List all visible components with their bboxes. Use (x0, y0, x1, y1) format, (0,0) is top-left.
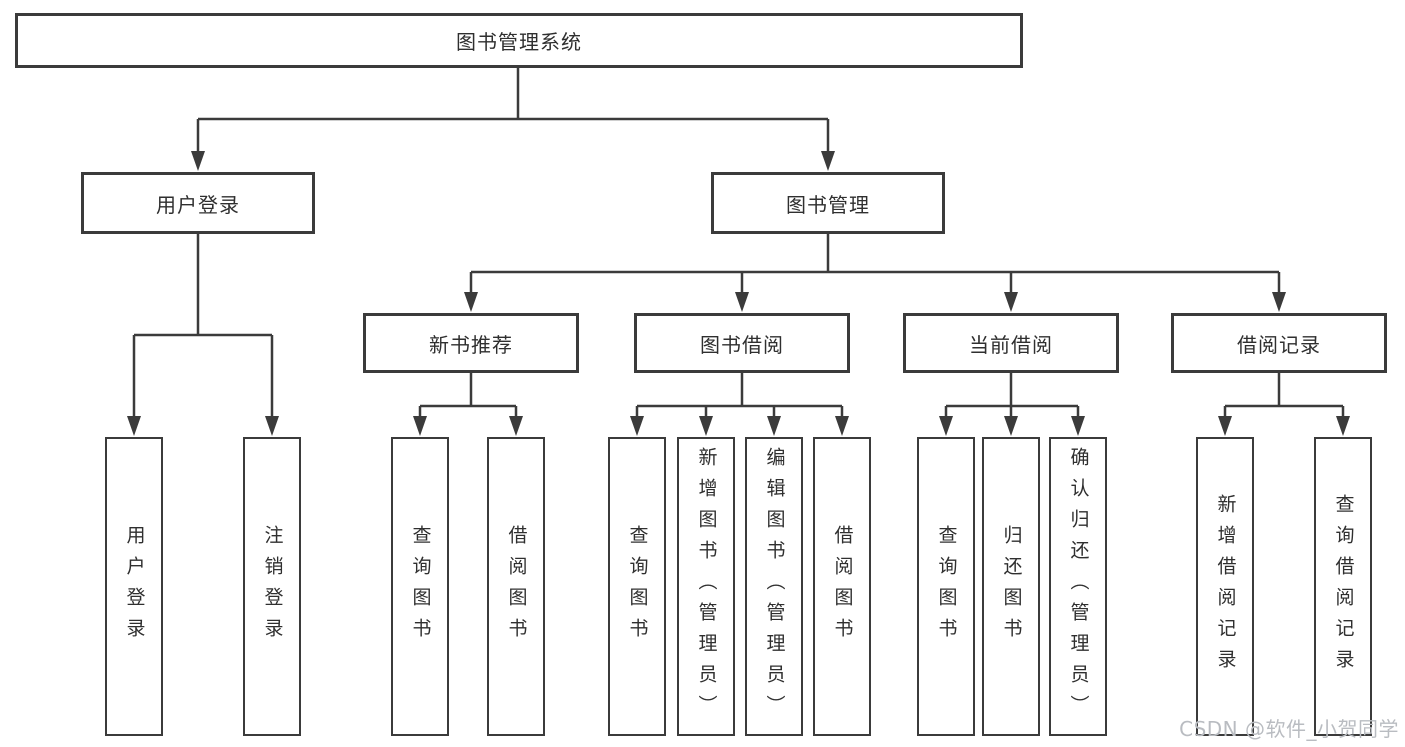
leaf-label: 查询借阅记录 (1332, 493, 1355, 680)
leaf-label: 归还图书 (1000, 524, 1023, 649)
watermark-text: CSDN @软件_小贺同学 (1179, 717, 1399, 741)
leaf-user-login: 用户登录 (105, 437, 163, 736)
leaf-return-book: 归还图书 (982, 437, 1040, 736)
leaf-label: 借阅图书 (831, 524, 854, 649)
leaf-query-book-borrowing: 查询图书 (608, 437, 666, 736)
leaf-add-borrow-record: 新增借阅记录 (1196, 437, 1254, 736)
node-library-management-system: 图书管理系统 (15, 13, 1023, 68)
leaf-label: 新增借阅记录 (1214, 493, 1237, 680)
leaf-add-book-admin: 新增图书（管理员） (677, 437, 735, 736)
leaf-edit-book-admin: 编辑图书（管理员） (745, 437, 803, 736)
leaf-label: 新增图书（管理员） (695, 447, 718, 726)
leaf-label: 注销登录 (261, 524, 284, 649)
leaf-label: 借阅图书 (505, 524, 528, 649)
leaf-label: 查询图书 (935, 524, 958, 649)
node-borrowing-records: 借阅记录 (1171, 313, 1387, 373)
leaf-label: 编辑图书（管理员） (763, 447, 786, 726)
node-book-management: 图书管理 (711, 172, 945, 234)
node-current-borrowing: 当前借阅 (903, 313, 1119, 373)
leaf-borrow-book-recommend: 借阅图书 (487, 437, 545, 736)
node-book-borrowing: 图书借阅 (634, 313, 850, 373)
leaf-confirm-return-admin: 确认归还（管理员） (1049, 437, 1107, 736)
leaf-query-book-recommend: 查询图书 (391, 437, 449, 736)
leaf-query-book-current: 查询图书 (917, 437, 975, 736)
leaf-borrow-book-borrowing: 借阅图书 (813, 437, 871, 736)
leaf-logout-login: 注销登录 (243, 437, 301, 736)
leaf-query-borrow-record: 查询借阅记录 (1314, 437, 1372, 736)
leaf-label: 确认归还（管理员） (1067, 447, 1090, 726)
leaf-label: 查询图书 (409, 524, 432, 649)
node-new-book-recommend: 新书推荐 (363, 313, 579, 373)
node-user-login: 用户登录 (81, 172, 315, 234)
leaf-label: 用户登录 (123, 524, 146, 649)
leaf-label: 查询图书 (626, 524, 649, 649)
